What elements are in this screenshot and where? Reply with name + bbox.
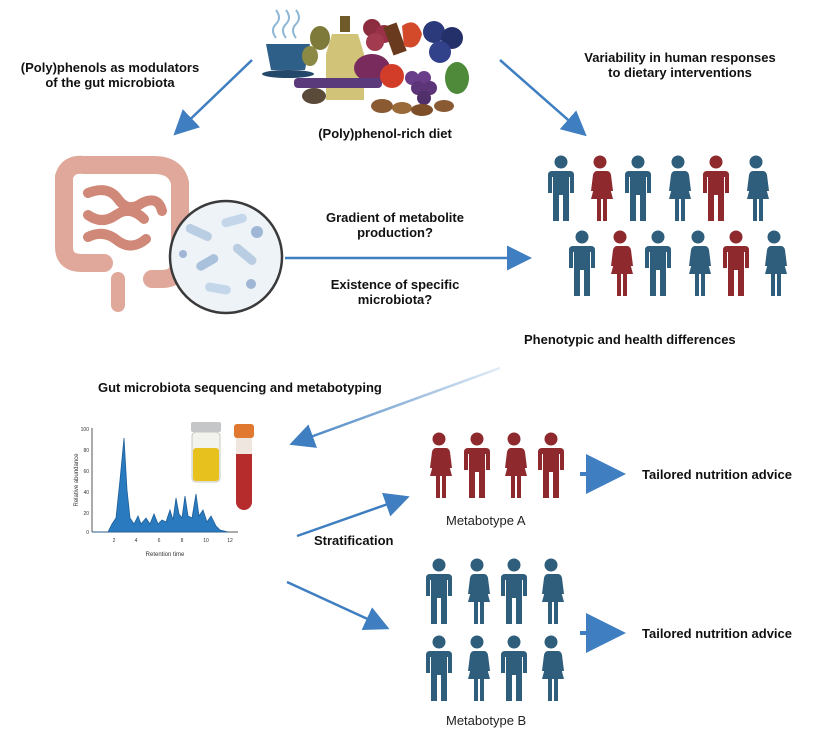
male-person-icon [464, 432, 490, 498]
chrom-y-tick: 60 [83, 469, 89, 475]
female-person-icon [689, 230, 711, 296]
female-person-icon [505, 432, 527, 498]
urine-container-icon [191, 422, 221, 483]
diet-label: (Poly)phenol-rich diet [318, 126, 452, 141]
phenotypic-label: Phenotypic and health differences [524, 332, 736, 347]
chromatogram-chart: 100 80 60 40 20 0 2 4 6 8 10 12 Retentio… [74, 427, 238, 558]
microbiota-magnifier-icon [168, 199, 284, 315]
gradient-label: Gradient of metabolite production? [326, 210, 464, 240]
metabotype-a-label: Metabotype A [446, 513, 526, 528]
chrom-x-tick: 10 [203, 538, 209, 544]
advice-a-label: Tailored nutrition advice [642, 467, 793, 482]
chrom-y-tick: 20 [83, 511, 89, 517]
blood-tube-icon [234, 424, 254, 510]
arrow-stratification-to-b [286, 580, 390, 631]
chrom-y-tick: 0 [86, 530, 89, 536]
chrom-y-tick: 80 [83, 448, 89, 454]
chrom-y-tick: 40 [83, 490, 89, 496]
female-person-icon [611, 230, 633, 296]
chrom-y-label: Relative abundance [74, 453, 80, 507]
male-person-icon [426, 558, 452, 624]
chrom-x-tick: 8 [181, 538, 184, 544]
male-person-icon [548, 155, 574, 221]
male-person-icon [501, 558, 527, 624]
arrow-phenotypic-to-sequencing [289, 366, 501, 448]
chrom-x-tick: 6 [158, 538, 161, 544]
existence-label: Existence of specific microbiota? [330, 277, 460, 307]
male-person-icon [569, 230, 595, 296]
metabotype-b-label: Metabotype B [446, 713, 527, 728]
male-person-icon [723, 230, 749, 296]
chrom-x-label: Retention time [146, 552, 185, 558]
stratification-label: Stratification [314, 533, 394, 548]
modulators-label: (Poly)phenols as modulators of the gut m… [20, 60, 200, 90]
male-person-icon [426, 635, 452, 701]
female-person-icon [430, 432, 452, 498]
female-person-icon [542, 635, 564, 701]
male-person-icon [703, 155, 729, 221]
female-person-icon [765, 230, 787, 296]
variability-label: Variability in human responses to dietar… [584, 50, 776, 80]
male-person-icon [538, 432, 564, 498]
female-person-icon [542, 558, 564, 624]
female-person-icon [669, 155, 691, 221]
arrow-stratification-to-a [296, 492, 410, 538]
advice-b-label: Tailored nutrition advice [642, 626, 793, 641]
arrow-diet-to-people [499, 59, 587, 137]
male-person-icon [625, 155, 651, 221]
chrom-x-tick: 12 [227, 538, 233, 544]
chrom-x-tick: 4 [135, 538, 138, 544]
male-person-icon [645, 230, 671, 296]
male-person-icon [501, 635, 527, 701]
female-person-icon [747, 155, 769, 221]
female-person-icon [591, 155, 613, 221]
polyphenol-food-illustration [262, 9, 469, 116]
arrow-diet-to-gut [173, 59, 253, 136]
chrom-y-tick: 100 [81, 427, 90, 433]
female-person-icon [468, 558, 490, 624]
chrom-trace [92, 437, 229, 533]
female-person-icon [468, 635, 490, 701]
sequencing-label: Gut microbiota sequencing and metabotypi… [98, 380, 382, 395]
chrom-x-tick: 2 [113, 538, 116, 544]
